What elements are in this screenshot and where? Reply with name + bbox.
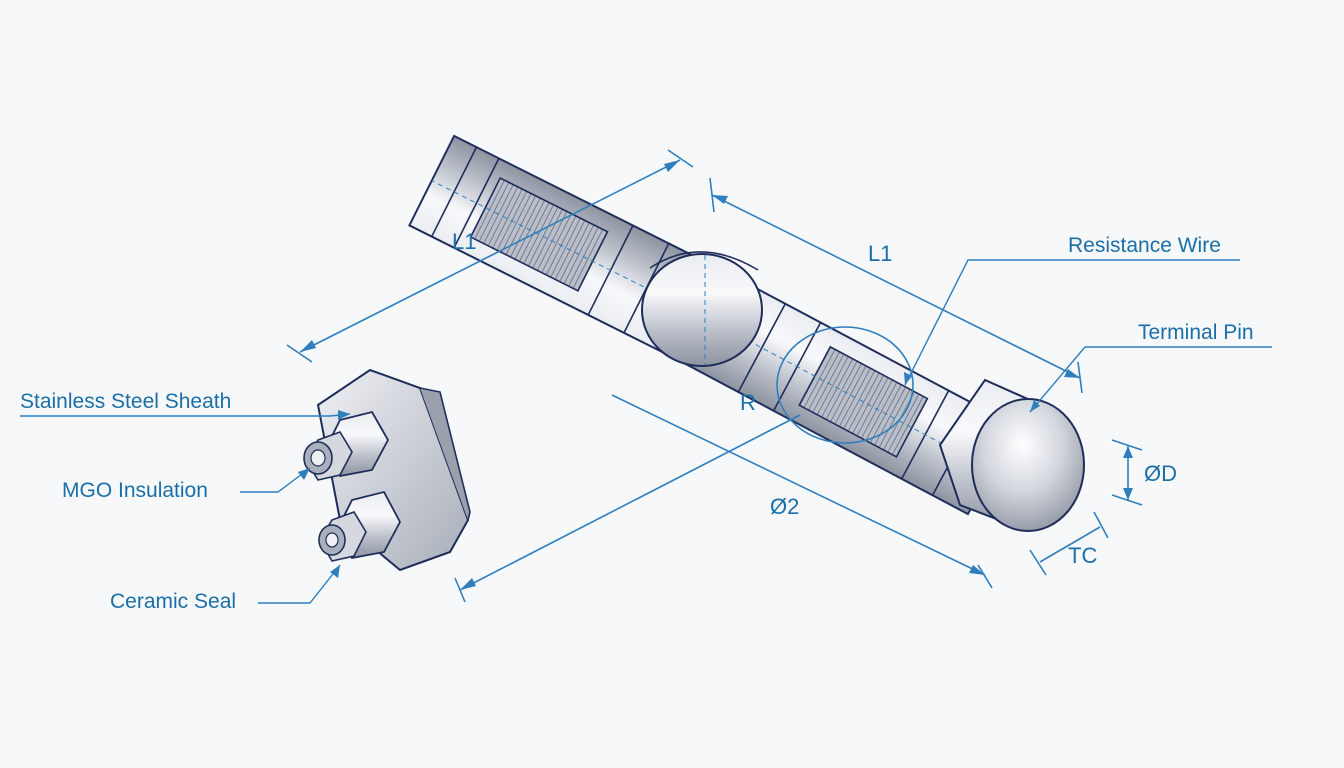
label-resistance-wire: Resistance Wire xyxy=(1068,234,1221,257)
label-mgo-insulation: MGO Insulation xyxy=(62,479,208,502)
terminal-nut-top xyxy=(303,410,390,481)
leader-arrows xyxy=(298,372,1040,578)
terminal-nut-bottom xyxy=(318,490,402,562)
dim-label-l1-right: L1 xyxy=(868,241,893,266)
terminal-dome xyxy=(938,378,1085,532)
dim-label-l1-left: L1 xyxy=(452,229,477,254)
dimension-lines xyxy=(286,149,1143,603)
bend-radius-circle xyxy=(776,326,914,444)
elbow-bend xyxy=(641,251,763,367)
label-ceramic-seal: Ceramic Seal xyxy=(110,590,237,613)
label-stainless-steel-sheath: Stainless Steel Sheath xyxy=(20,390,232,413)
dimension-arrows xyxy=(300,160,1133,590)
dim-label-radius: R xyxy=(740,390,756,415)
dim-label-diameter-d: ØD xyxy=(1144,461,1177,486)
label-terminal-pin: Terminal Pin xyxy=(1138,321,1254,344)
dim-label-tc: TC xyxy=(1068,543,1098,568)
dim-label-diameter-2: Ø2 xyxy=(770,494,800,519)
